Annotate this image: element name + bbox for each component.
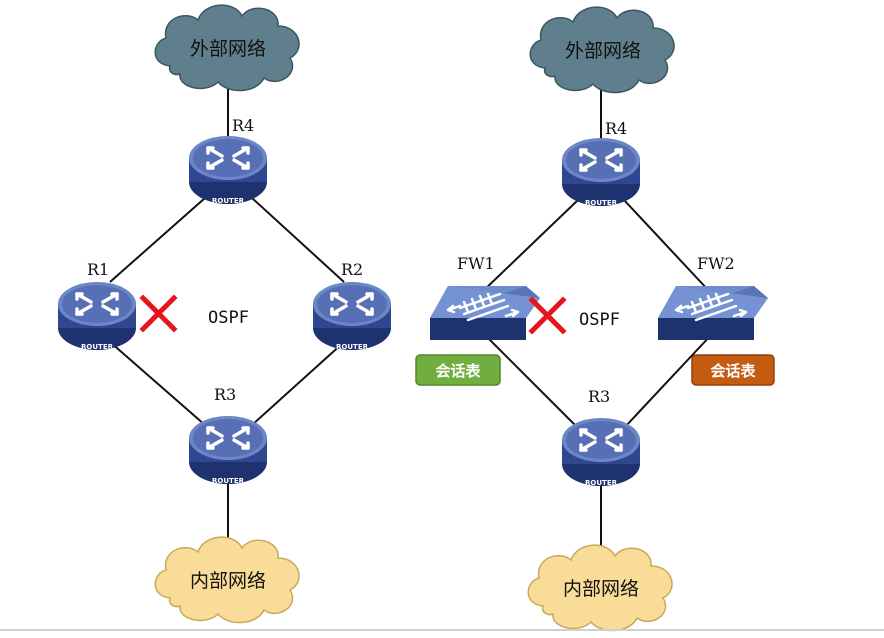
ospf-label: OSPF <box>208 308 249 328</box>
router-icon <box>560 416 642 488</box>
right-topology: 外部网络 ROUTER R4 FW1 会话表 FW2 会话表 <box>415 6 775 632</box>
link-r4-r1 <box>109 197 206 283</box>
r2-label: R2 <box>341 260 363 279</box>
session-table-label: 会话表 <box>710 362 756 380</box>
session-table-label: 会话表 <box>435 362 481 380</box>
red-x-icon <box>139 294 178 333</box>
fw1-label: FW1 <box>457 254 495 273</box>
router-r1: ROUTER <box>56 280 138 352</box>
r4-label: R4 <box>232 116 254 135</box>
external-network-cloud: 外部网络 <box>529 6 675 94</box>
router-r3-left: ROUTER <box>187 414 269 486</box>
router-icon <box>187 134 269 206</box>
link-r4-fw1 <box>481 199 579 293</box>
r1-label: R1 <box>87 260 109 279</box>
internal-network-cloud: 内部网络 <box>154 536 300 624</box>
internal-network-cloud: 内部网络 <box>527 544 673 632</box>
external-network-label: 外部网络 <box>565 40 641 62</box>
left-topology: 外部网络 ROUTER R4 ROUTER R1 ROUTER R2 OSPF <box>56 4 393 624</box>
router-icon <box>311 280 393 352</box>
router-device-label: ROUTER <box>585 479 618 487</box>
ospf-label: OSPF <box>579 310 620 330</box>
link-r4-r2 <box>251 197 345 283</box>
router-r3-right: ROUTER <box>560 416 642 488</box>
link-fw1-r3 <box>483 333 579 429</box>
link-r2-r3 <box>251 341 345 426</box>
link-r4-fw2 <box>623 199 711 293</box>
firewall-icon <box>656 284 770 342</box>
link-fw2-r3 <box>623 333 713 429</box>
external-network-label: 外部网络 <box>190 38 266 60</box>
external-network-cloud: 外部网络 <box>154 4 300 92</box>
fw2-label: FW2 <box>697 254 735 273</box>
r3-label: R3 <box>588 387 610 406</box>
session-table-badge-fw2: 会话表 <box>691 354 775 386</box>
router-icon <box>187 414 269 486</box>
router-device-label: ROUTER <box>585 199 618 207</box>
router-device-label: ROUTER <box>212 197 245 205</box>
r3-label: R3 <box>214 385 236 404</box>
r4-label: R4 <box>605 119 627 138</box>
firewall-fw2 <box>656 284 770 342</box>
link-r1-r3 <box>109 341 206 426</box>
router-r2: ROUTER <box>311 280 393 352</box>
session-table-badge-fw1: 会话表 <box>415 354 501 386</box>
internal-network-label: 内部网络 <box>563 578 639 600</box>
router-r4-right: ROUTER <box>560 136 642 208</box>
red-x-icon <box>528 296 567 335</box>
router-device-label: ROUTER <box>212 477 245 485</box>
firewall-fw1 <box>428 284 542 342</box>
router-device-label: ROUTER <box>81 343 114 351</box>
router-icon <box>560 136 642 208</box>
firewall-icon <box>428 284 542 342</box>
internal-network-label: 内部网络 <box>190 570 266 592</box>
router-icon <box>56 280 138 352</box>
bottom-divider <box>0 629 884 631</box>
router-r4-left: ROUTER <box>187 134 269 206</box>
router-device-label: ROUTER <box>336 343 369 351</box>
